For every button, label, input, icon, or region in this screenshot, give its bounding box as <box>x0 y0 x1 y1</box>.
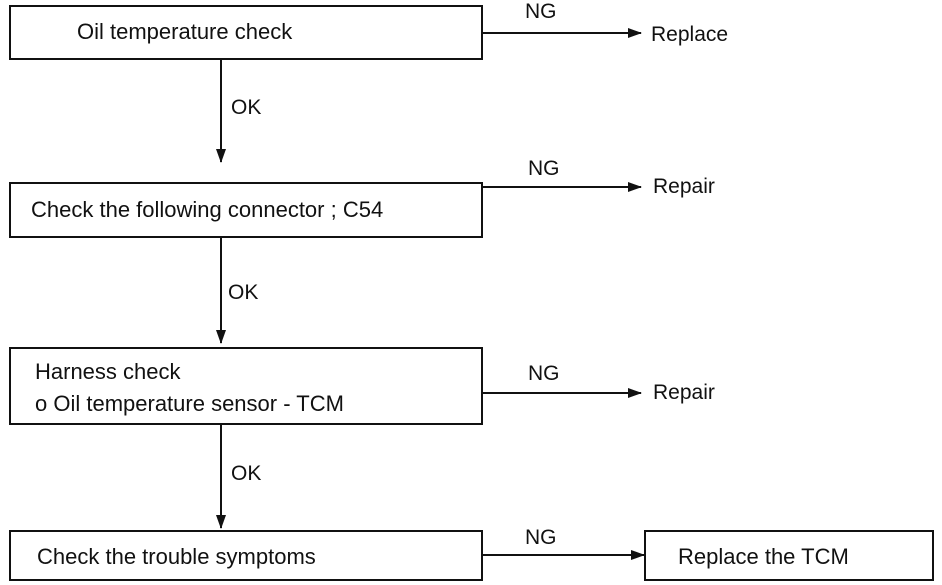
ok-label: OK <box>228 281 259 304</box>
step-box-oil-temperature-check: Oil temperature check <box>9 5 483 60</box>
ng-label: NG <box>525 0 557 23</box>
step-text: Check the trouble symptoms <box>37 544 316 569</box>
ng-label: NG <box>528 362 560 385</box>
step-text: Check the following connector ; C54 <box>31 197 384 222</box>
step-text: Oil temperature check <box>77 19 293 44</box>
step-box-harness-check: Harness check o Oil temperature sensor -… <box>9 347 483 425</box>
action-text: Replace the TCM <box>678 544 849 569</box>
ng-action-replace: Replace <box>651 23 729 46</box>
step-text-line-1: Harness check <box>35 359 181 384</box>
ok-label: OK <box>231 462 262 485</box>
action-box-replace-tcm: Replace the TCM <box>644 530 934 581</box>
ng-action-repair: Repair <box>653 175 715 198</box>
ok-label: OK <box>231 96 262 119</box>
step-box-check-connector: Check the following connector ; C54 <box>9 182 483 238</box>
step-text-line-2: o Oil temperature sensor - TCM <box>35 391 344 416</box>
ng-label: NG <box>525 526 557 549</box>
ng-action-repair: Repair <box>653 381 715 404</box>
step-box-check-trouble-symptoms: Check the trouble symptoms <box>9 530 483 581</box>
ng-label: NG <box>528 157 560 180</box>
